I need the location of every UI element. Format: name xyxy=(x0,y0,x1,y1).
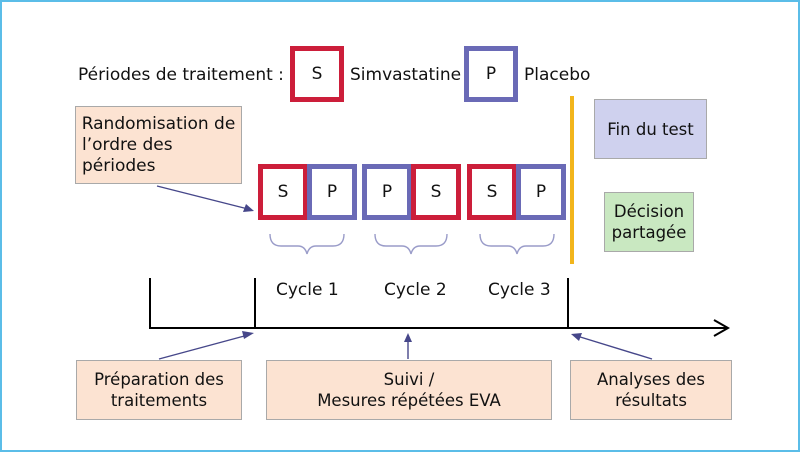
cycle-label-2: Cycle 2 xyxy=(384,280,447,300)
period-letter-4: S xyxy=(430,182,442,202)
timeline-arrowhead xyxy=(713,319,731,337)
legend-placebo-letter: P xyxy=(485,64,497,84)
randomisation-line-1: Randomisation de xyxy=(81,113,236,134)
preparation-arrow xyxy=(158,334,249,360)
period-box-1: S xyxy=(258,164,308,220)
decision-box: Décision partagée xyxy=(604,192,694,252)
preparation-line-1: Préparation des xyxy=(94,370,224,389)
randomisation-arrow xyxy=(156,185,249,210)
analyses-arrowhead xyxy=(571,333,582,341)
period-box-6: P xyxy=(516,164,566,220)
cycle-brace-1 xyxy=(269,233,345,255)
period-letter-3: P xyxy=(381,182,393,202)
period-box-3: P xyxy=(362,164,412,220)
legend-placebo-box: P xyxy=(464,46,518,102)
analyses-line-2: résultats xyxy=(615,391,687,410)
suivi-line-1: Suivi / xyxy=(383,370,435,389)
preparation-arrowhead xyxy=(242,331,254,339)
cycle-label-3: Cycle 3 xyxy=(488,280,551,300)
decision-line-2: partagée xyxy=(611,223,687,242)
preparation-line-2: traitements xyxy=(110,391,208,410)
period-box-4: S xyxy=(411,164,461,220)
legend-title: Périodes de traitement : xyxy=(78,65,284,85)
randomisation-line-2: l’ordre des xyxy=(82,134,173,155)
preparation-note: Préparation des traitements xyxy=(76,360,242,420)
period-letter-6: P xyxy=(535,182,547,202)
period-letter-5: S xyxy=(486,182,498,202)
randomisation-line-3: périodes xyxy=(82,155,156,176)
legend-placebo-label: Placebo xyxy=(524,65,591,85)
decision-line-1: Décision xyxy=(613,202,685,221)
legend-simvastatine-label: Simvastatine xyxy=(350,65,462,85)
randomisation-note: Randomisation de l’ordre des périodes xyxy=(75,106,242,184)
randomisation-arrowhead xyxy=(243,204,254,212)
suivi-arrowhead xyxy=(404,333,412,342)
period-box-5: S xyxy=(467,164,517,220)
period-box-2: P xyxy=(307,164,357,220)
period-letter-1: S xyxy=(277,182,289,202)
period-letter-2: P xyxy=(326,182,338,202)
legend-simvastatine-letter: S xyxy=(311,64,323,84)
analyses-line-1: Analyses des xyxy=(596,370,705,389)
analyses-arrow xyxy=(576,335,653,360)
fin-du-test-box: Fin du test xyxy=(594,99,707,159)
suivi-line-2: Mesures répétées EVA xyxy=(317,391,501,410)
fin-du-test-label: Fin du test xyxy=(607,119,694,139)
cycle-label-1: Cycle 1 xyxy=(276,280,339,300)
cycle-brace-2 xyxy=(374,233,448,255)
cycle-brace-3 xyxy=(479,233,555,255)
analyses-note: Analyses des résultats xyxy=(570,360,732,420)
legend-simvastatine-box: S xyxy=(290,46,344,102)
suivi-note: Suivi / Mesures répétées EVA xyxy=(266,360,552,420)
